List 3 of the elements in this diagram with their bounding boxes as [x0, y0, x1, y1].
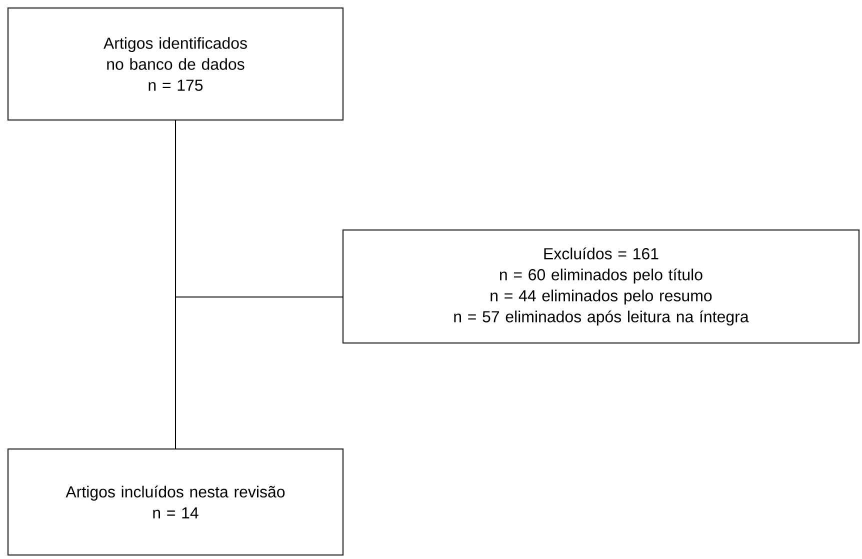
process-box: Excluídos = 161 n = 60 eliminados pelo título n = 44 eliminados pelo resumo n = 57 eliminados após leitura na íntegra	[342, 230, 860, 344]
process-box: Artigos identificados no banco de dados n = 175	[8, 8, 344, 120]
process-box: Artigos incluídos nesta revisão n = 14	[8, 448, 344, 556]
